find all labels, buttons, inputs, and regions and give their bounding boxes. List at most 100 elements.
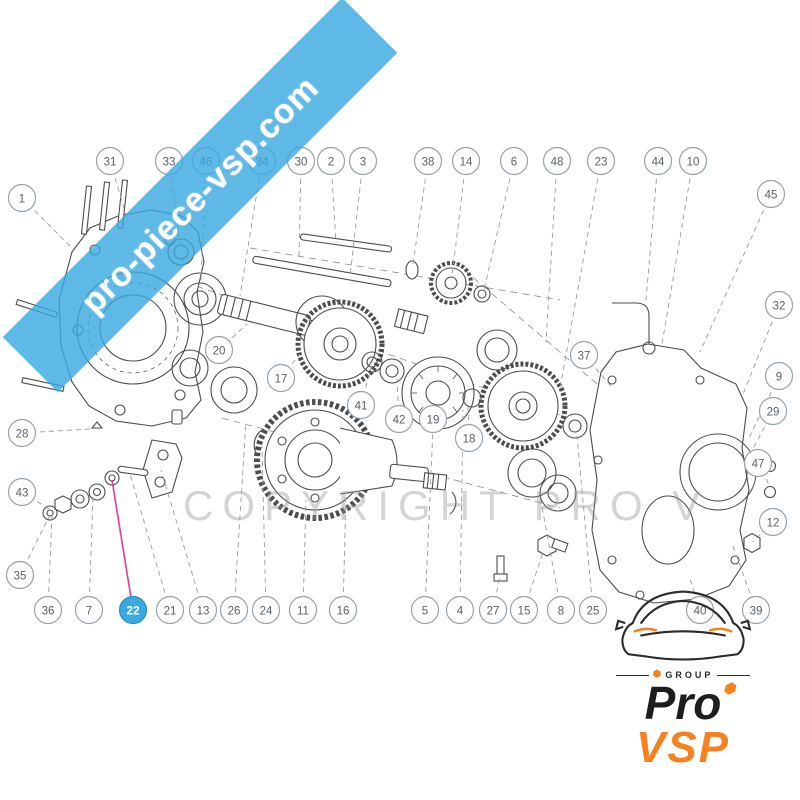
callout-bubble[interactable] xyxy=(328,595,358,625)
leader-line xyxy=(545,160,558,343)
leader-line xyxy=(233,421,247,611)
callout-45[interactable]: 45 xyxy=(699,179,786,353)
callout-bubble[interactable] xyxy=(569,340,599,370)
callout-bubble[interactable] xyxy=(95,146,125,176)
callout-bubble[interactable] xyxy=(384,404,414,434)
callout-13[interactable]: 13 xyxy=(160,469,218,625)
callout-bubble[interactable] xyxy=(288,595,318,625)
callout-5[interactable]: 5 xyxy=(410,427,440,625)
callout-bubble[interactable] xyxy=(764,361,794,391)
callout-32[interactable]: 32 xyxy=(742,290,794,395)
callout-31[interactable]: 31 xyxy=(95,146,129,223)
callout-35[interactable]: 35 xyxy=(5,516,50,590)
callout-27[interactable]: 27 xyxy=(478,575,508,625)
callout-44[interactable]: 44 xyxy=(643,146,673,301)
callout-16[interactable]: 16 xyxy=(328,493,358,625)
callout-number: 7 xyxy=(86,605,92,617)
callout-9[interactable]: 9 xyxy=(747,361,794,441)
callout-19[interactable]: 19 xyxy=(418,402,448,434)
callout-41[interactable]: 41 xyxy=(346,367,376,420)
callout-bubble[interactable] xyxy=(266,363,296,393)
leader-line xyxy=(218,323,248,351)
fasteners xyxy=(493,459,777,582)
callout-bubble[interactable] xyxy=(743,448,773,478)
callout-bubble[interactable] xyxy=(451,146,481,176)
callout-1[interactable]: 1 xyxy=(7,183,73,249)
callout-bubble[interactable] xyxy=(413,146,443,176)
callout-number: 15 xyxy=(518,605,531,617)
leader-line xyxy=(583,354,612,387)
callout-bubble[interactable] xyxy=(741,595,771,625)
callout-bubble[interactable] xyxy=(542,146,572,176)
callout-bubble[interactable] xyxy=(643,146,673,176)
callout-42[interactable]: 42 xyxy=(384,378,414,434)
callout-bubble[interactable] xyxy=(764,290,794,320)
shafts xyxy=(252,233,419,288)
callout-bubble[interactable] xyxy=(7,418,37,448)
callout-bubble[interactable] xyxy=(578,595,608,625)
callout-36[interactable]: 36 xyxy=(33,514,63,625)
callout-bubble[interactable] xyxy=(74,595,104,625)
leader-line xyxy=(699,193,772,353)
callout-bubble[interactable] xyxy=(5,560,35,590)
callout-number: 1 xyxy=(19,193,25,205)
callout-bubble[interactable] xyxy=(756,179,786,209)
callout-7[interactable]: 7 xyxy=(74,496,104,625)
callout-bubble[interactable] xyxy=(499,146,529,176)
callout-bubble[interactable] xyxy=(251,595,281,625)
callout-2[interactable]: 2 xyxy=(316,146,346,244)
callout-43[interactable]: 43 xyxy=(7,477,50,510)
callout-12[interactable]: 12 xyxy=(752,507,788,543)
callout-8[interactable]: 8 xyxy=(539,495,576,625)
callout-bubble[interactable] xyxy=(410,595,440,625)
callout-bubble[interactable] xyxy=(758,507,788,537)
group-rule-left xyxy=(615,674,649,677)
callout-bubble[interactable] xyxy=(7,183,37,213)
callout-14[interactable]: 14 xyxy=(451,146,481,277)
callout-bubble[interactable] xyxy=(445,595,475,625)
callout-22[interactable]: 22 xyxy=(111,479,148,625)
callout-18[interactable]: 18 xyxy=(454,406,484,453)
callout-26[interactable]: 26 xyxy=(219,421,249,625)
callout-bubble[interactable] xyxy=(204,335,234,365)
callout-11[interactable]: 11 xyxy=(288,499,318,625)
provsp-logo: ⬢ GROUP Pro⬢ VSP xyxy=(610,581,756,770)
callout-30[interactable]: 30 xyxy=(286,146,316,261)
callout-bubble[interactable] xyxy=(7,477,37,507)
callout-15[interactable]: 15 xyxy=(509,551,544,625)
callout-bubble[interactable] xyxy=(478,595,508,625)
callout-bubble[interactable] xyxy=(188,595,218,625)
callout-bubble[interactable] xyxy=(33,595,63,625)
callout-37[interactable]: 37 xyxy=(569,340,612,387)
callout-bubble[interactable] xyxy=(509,595,539,625)
callout-38[interactable]: 38 xyxy=(412,146,443,265)
callout-17[interactable]: 17 xyxy=(266,353,301,393)
callout-number: 29 xyxy=(767,406,780,418)
callout-bubble[interactable] xyxy=(316,146,346,176)
callout-bubble[interactable] xyxy=(219,595,249,625)
callout-bubble[interactable] xyxy=(118,595,148,625)
callout-47[interactable]: 47 xyxy=(743,448,773,488)
callout-bubble[interactable] xyxy=(348,146,378,176)
callout-bubble[interactable] xyxy=(454,423,484,453)
callout-48[interactable]: 48 xyxy=(542,146,572,343)
callout-bubble[interactable] xyxy=(586,146,616,176)
callout-21[interactable]: 21 xyxy=(129,473,185,625)
callout-3[interactable]: 3 xyxy=(348,146,378,278)
callout-39[interactable]: 39 xyxy=(732,545,771,625)
callout-bubble[interactable] xyxy=(418,404,448,434)
callout-6[interactable]: 6 xyxy=(483,146,529,291)
callout-23[interactable]: 23 xyxy=(559,146,616,389)
callout-29[interactable]: 29 xyxy=(746,396,788,461)
callout-20[interactable]: 20 xyxy=(204,323,248,365)
callout-bubble[interactable] xyxy=(758,396,788,426)
callout-25[interactable]: 25 xyxy=(576,435,608,625)
right-housing xyxy=(589,302,757,604)
callout-28[interactable]: 28 xyxy=(7,418,91,448)
callout-bubble[interactable] xyxy=(678,146,708,176)
callout-bubble[interactable] xyxy=(155,595,185,625)
callout-bubble[interactable] xyxy=(346,390,376,420)
callout-10[interactable]: 10 xyxy=(661,146,708,345)
callout-bubble[interactable] xyxy=(546,595,576,625)
callout-24[interactable]: 24 xyxy=(251,445,281,625)
